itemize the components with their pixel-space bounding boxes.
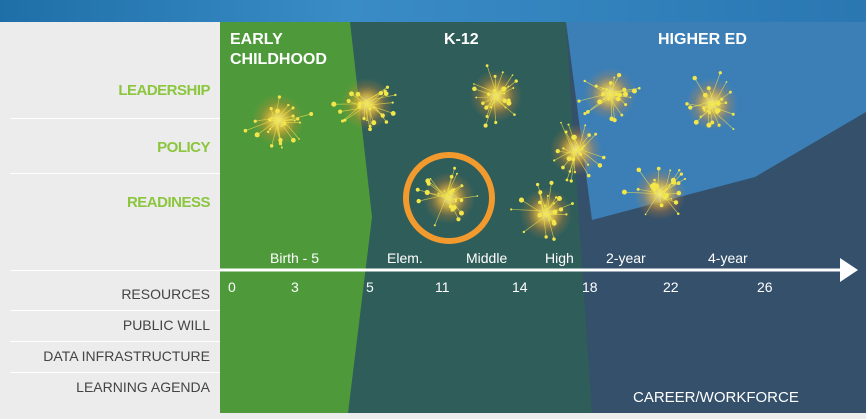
age-tick-26: 26 bbox=[757, 279, 773, 295]
row-label-data-infrastructure: DATA INFRASTRUCTURE bbox=[43, 348, 210, 364]
network-cluster bbox=[243, 94, 314, 149]
row-divider bbox=[10, 270, 220, 271]
age-tick-0: 0 bbox=[228, 279, 236, 295]
row-label-policy: POLICY bbox=[157, 139, 210, 156]
early-childhood-background bbox=[220, 22, 372, 413]
row-divider bbox=[10, 310, 220, 311]
network-cluster bbox=[415, 166, 479, 227]
education-continuum-diagram: EARLY CHILDHOOD K-12 HIGHER ED CAREER/WO… bbox=[220, 22, 866, 413]
row-divider bbox=[10, 173, 220, 174]
row-divider bbox=[10, 118, 220, 119]
row-label-panel: LEADERSHIP POLICY READINESS RESOURCES PU… bbox=[0, 22, 220, 419]
row-divider bbox=[10, 341, 220, 342]
top-banner bbox=[0, 0, 866, 32]
row-label-public-will: PUBLIC WILL bbox=[122, 317, 210, 333]
row-label-readiness: READINESS bbox=[126, 194, 211, 211]
stage-high: High bbox=[545, 250, 574, 266]
stage-4-year: 4-year bbox=[708, 250, 748, 266]
row-label-learning-agenda: LEARNING AGENDA bbox=[76, 379, 210, 395]
age-tick-11: 11 bbox=[435, 279, 450, 295]
stage-middle: Middle bbox=[466, 250, 507, 266]
network-cluster bbox=[550, 121, 606, 183]
header-career-workforce: CAREER/WORKFORCE bbox=[633, 389, 799, 406]
age-tick-5: 5 bbox=[366, 279, 374, 295]
stage-2-year: 2-year bbox=[606, 250, 646, 266]
network-cluster bbox=[621, 166, 687, 220]
highlight-ring bbox=[403, 152, 495, 244]
header-early-line1: EARLY bbox=[230, 31, 283, 48]
header-early-line2: CHILDHOOD bbox=[230, 51, 327, 68]
header-higher-ed: HIGHER ED bbox=[658, 31, 747, 48]
network-cluster bbox=[510, 180, 574, 241]
row-label-leadership: LEADERSHIP bbox=[118, 82, 210, 99]
row-divider bbox=[10, 372, 220, 373]
network-cluster bbox=[685, 71, 738, 131]
age-tick-22: 22 bbox=[663, 279, 679, 295]
network-clusters bbox=[243, 64, 738, 241]
network-cluster bbox=[577, 68, 641, 123]
header-k12: K-12 bbox=[444, 31, 479, 48]
row-label-resources: RESOURCES bbox=[121, 286, 210, 302]
timeline-arrowhead bbox=[840, 258, 858, 282]
age-tick-3: 3 bbox=[291, 279, 299, 295]
age-tick-18: 18 bbox=[582, 279, 598, 295]
stage-birth-5: Birth - 5 bbox=[270, 250, 319, 266]
age-tick-14: 14 bbox=[512, 279, 528, 295]
stage-elem: Elem. bbox=[387, 250, 423, 266]
network-cluster bbox=[331, 78, 397, 132]
network-cluster bbox=[470, 64, 522, 128]
